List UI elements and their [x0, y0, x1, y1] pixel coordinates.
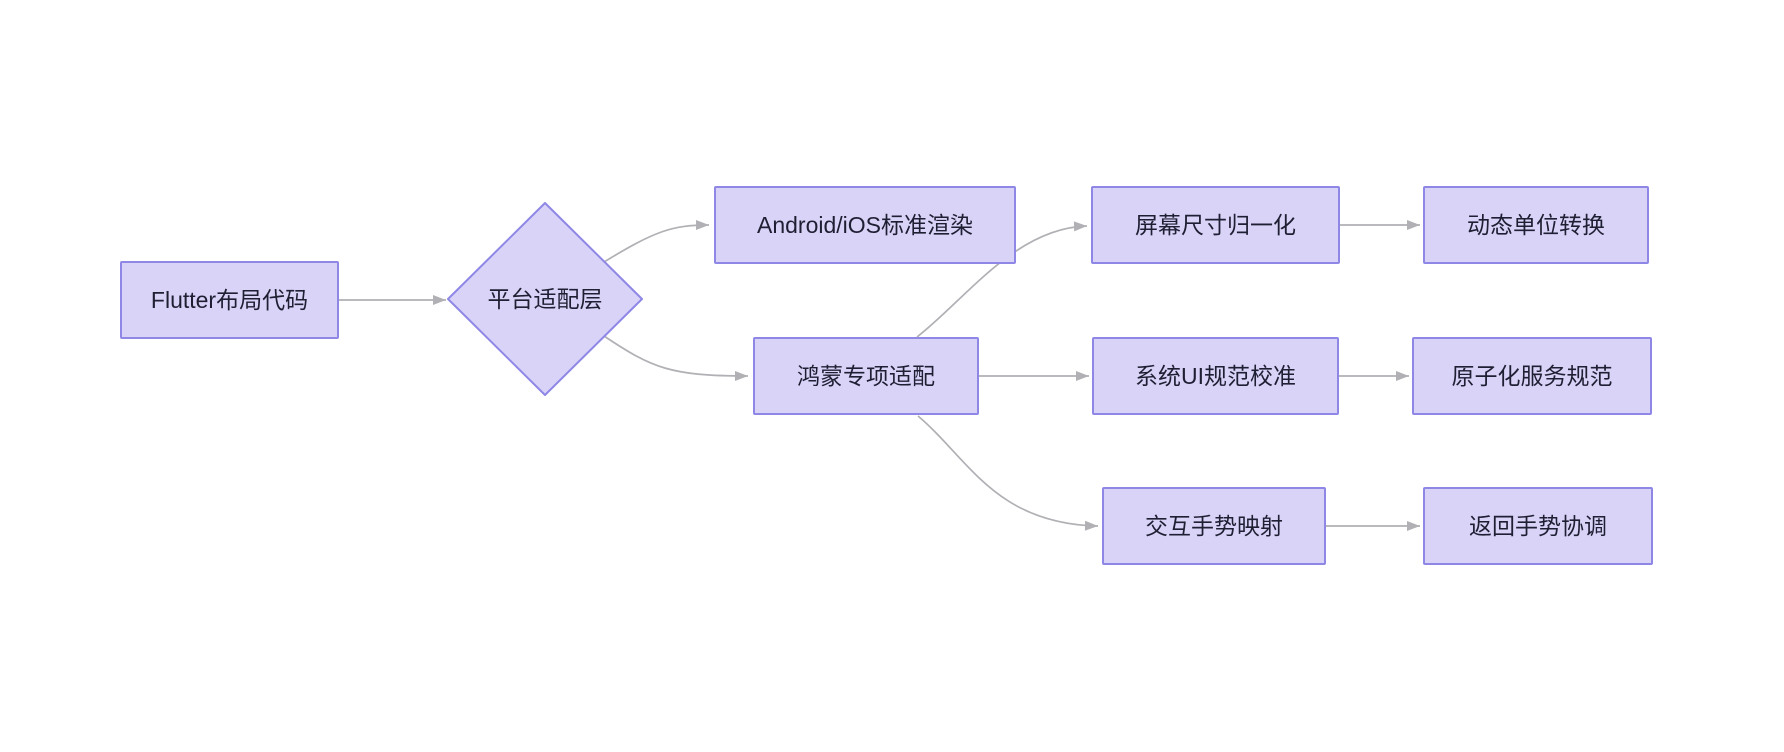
- node-system-ui-calibration-label: 系统UI规范校准: [1135, 362, 1296, 389]
- node-platform-adapter-diamond: [447, 202, 643, 396]
- node-harmony-adaptation: 鸿蒙专项适配: [753, 337, 979, 415]
- node-screen-normalization-label: 屏幕尺寸归一化: [1135, 211, 1296, 238]
- node-platform-adapter-label: 平台适配层: [487, 285, 603, 312]
- node-dynamic-unit-conversion: 动态单位转换: [1423, 186, 1649, 264]
- node-back-gesture-coordination: 返回手势协调: [1423, 487, 1653, 565]
- node-android-ios-render-label: Android/iOS标准渲染: [756, 211, 973, 238]
- node-dynamic-unit-conversion-label: 动态单位转换: [1467, 211, 1605, 238]
- edge-harmony-to-gesturemap: [917, 415, 1099, 531]
- node-android-ios-render: Android/iOS标准渲染: [714, 186, 1016, 264]
- node-screen-normalization: 屏幕尺寸归一化: [1091, 186, 1340, 264]
- node-flutter-layout-code: Flutter布局代码: [120, 261, 339, 339]
- edge-platform-to-harmony: [603, 335, 749, 381]
- node-system-ui-calibration: 系统UI规范校准: [1092, 337, 1339, 415]
- node-gesture-mapping-label: 交互手势映射: [1145, 512, 1283, 539]
- node-harmony-adaptation-label: 鸿蒙专项适配: [797, 362, 935, 389]
- node-gesture-mapping: 交互手势映射: [1102, 487, 1326, 565]
- node-flutter-layout-code-label: Flutter布局代码: [150, 286, 309, 313]
- node-back-gesture-coordination-label: 返回手势协调: [1469, 512, 1607, 539]
- node-atomic-service-spec-label: 原子化服务规范: [1451, 362, 1613, 389]
- node-atomic-service-spec: 原子化服务规范: [1412, 337, 1652, 415]
- edge-harmony-to-screennorm: [916, 221, 1088, 338]
- node-platform-adapter-label-box: 平台适配层: [448, 260, 642, 338]
- edge-platform-to-androidios: [603, 220, 710, 263]
